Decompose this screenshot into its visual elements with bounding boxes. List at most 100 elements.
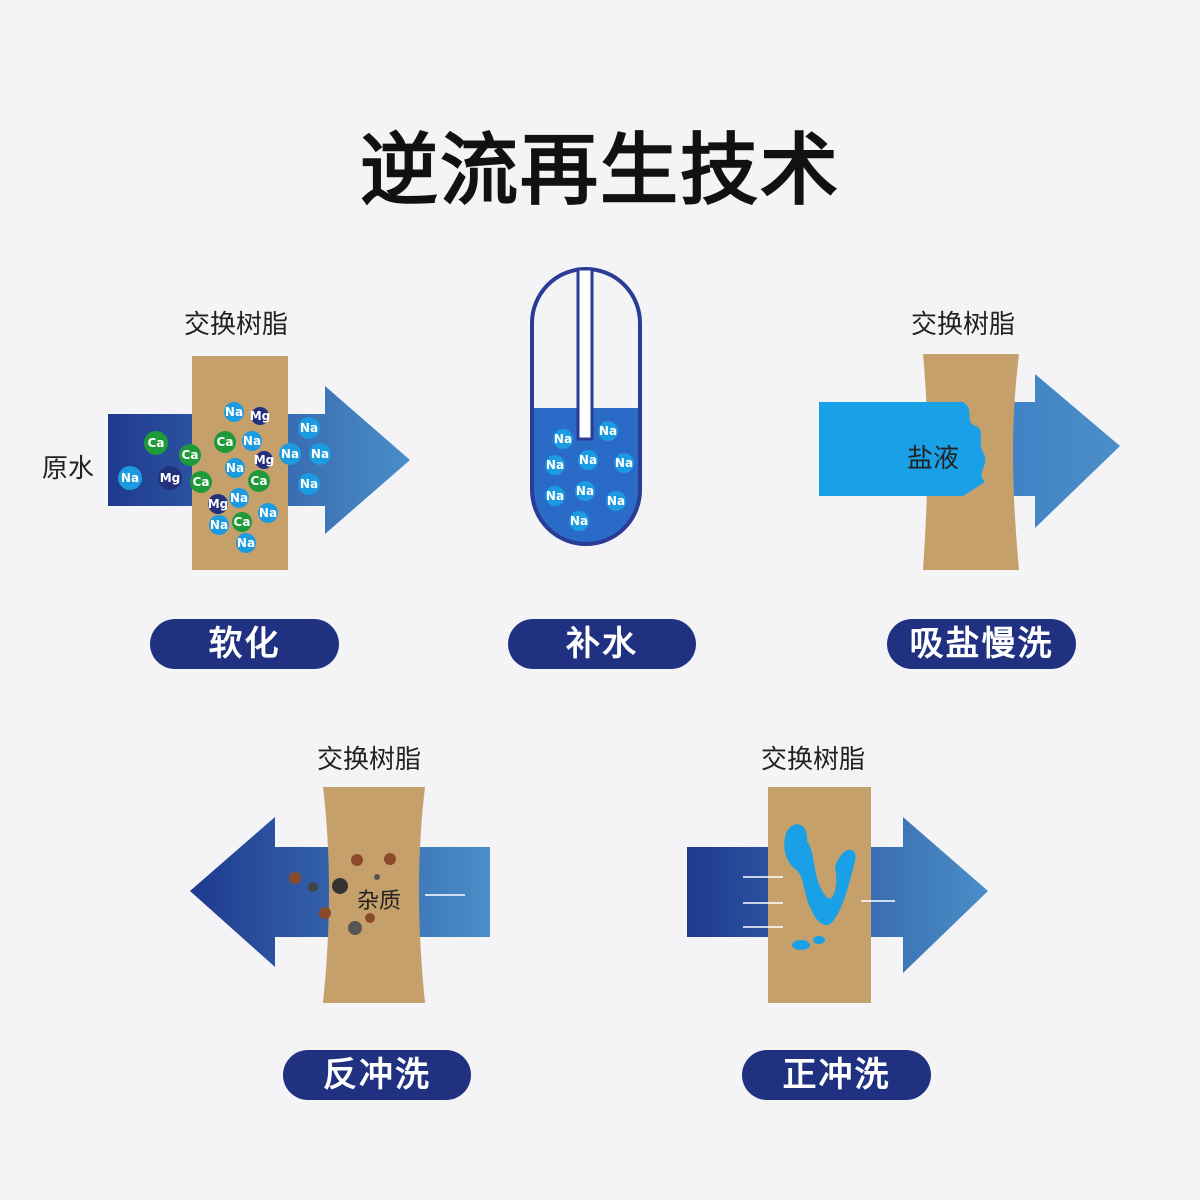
ion-na: [553, 429, 573, 449]
ion-na: [614, 453, 634, 473]
tank-outline: [530, 267, 642, 546]
ion-label: Na: [243, 434, 261, 448]
ion-na: [279, 443, 301, 465]
ion-label: Ca: [193, 475, 210, 489]
rinse-label: 正冲洗: [742, 1050, 931, 1100]
ion-ca: [144, 431, 168, 455]
ion-na: [578, 450, 598, 470]
ion-label: Na: [237, 536, 255, 550]
ion-label: Ca: [217, 435, 234, 449]
ion-label: Ca: [251, 474, 268, 488]
ion-label: Ca: [234, 515, 251, 529]
ion-na: [545, 486, 565, 506]
ion-label: Na: [579, 453, 597, 467]
ion-na: [242, 431, 262, 451]
rinse-panel: 交换树脂: [683, 735, 993, 1010]
ion-label: Mg: [160, 471, 181, 485]
ion-na: [598, 421, 618, 441]
impurity-particle: [308, 882, 318, 892]
impurity-group: [289, 853, 396, 935]
impurity-particle: [348, 921, 362, 935]
brine-label: 盐液: [907, 444, 960, 474]
ion-label: Mg: [250, 409, 271, 423]
ion-label: Ca: [182, 448, 199, 462]
water-droplet: [813, 936, 825, 944]
ion-label: Na: [230, 491, 248, 505]
ion-ca: [248, 470, 270, 492]
ion-label: Na: [615, 456, 633, 470]
ion-mg: [251, 407, 269, 425]
ion-ca: [179, 444, 201, 466]
ion-label: Mg: [254, 453, 275, 467]
ion-label: Na: [281, 447, 299, 461]
ion-na: [569, 511, 589, 531]
ion-label: Ca: [148, 436, 165, 450]
backwash-panel: 交换树脂 杂质: [185, 735, 495, 1010]
rinse-diagram: [687, 787, 988, 1003]
ion-label: Na: [576, 484, 594, 498]
water-droplet: [792, 940, 810, 950]
ion-ca: [232, 512, 252, 532]
ion-label: Na: [311, 447, 329, 461]
ion-na: [236, 533, 256, 553]
impurity-particle: [384, 853, 396, 865]
ion-ca: [214, 431, 236, 453]
ion-ca: [190, 471, 212, 493]
ion-mg: [255, 451, 273, 469]
impurity-particle: [374, 874, 380, 880]
resin-label: 交换树脂: [761, 745, 866, 775]
tank-tube: [576, 267, 594, 441]
ion-label: Na: [554, 432, 572, 446]
ion-na: [229, 488, 249, 508]
ion-na: [298, 417, 320, 439]
ion-na: [225, 458, 245, 478]
raw-water-label: 原水: [42, 454, 95, 484]
soften-label: 软化: [150, 619, 339, 669]
resin-label: 交换树脂: [317, 745, 422, 775]
ion-label: Na: [226, 461, 244, 475]
ion-label: Na: [300, 421, 318, 435]
ion-label: Na: [259, 506, 277, 520]
ion-label: Na: [300, 477, 318, 491]
impurity-particle: [289, 872, 301, 884]
impurity-label: 杂质: [357, 889, 402, 914]
ion-na: [309, 443, 331, 465]
ion-na: [575, 481, 595, 501]
ion-na: [118, 466, 142, 490]
impurity-particle: [332, 878, 348, 894]
brine-diagram: [819, 354, 1120, 570]
impurity-particle: [319, 907, 331, 919]
ion-na: [545, 455, 565, 475]
ion-label: Na: [570, 514, 588, 528]
impurity-particle: [351, 854, 363, 866]
brine-flow: [819, 402, 986, 496]
resin-block: [323, 787, 425, 1003]
impurity-particle: [365, 913, 375, 923]
ion-na: [209, 515, 229, 535]
page-title: 逆流再生技术: [359, 126, 840, 216]
ion-na: [606, 491, 626, 511]
backwash-diagram: [190, 787, 490, 1003]
ion-mg: [158, 466, 182, 490]
ion-label: Na: [607, 494, 625, 508]
ion-na: [224, 402, 244, 422]
water-channel: [784, 824, 856, 926]
resin-label: 交换树脂: [184, 310, 289, 340]
ion-label: Na: [546, 458, 564, 472]
ion-na: [298, 473, 320, 495]
ion-label: Na: [210, 518, 228, 532]
ion-label: Mg: [208, 497, 229, 511]
refill-label: 补水: [508, 619, 696, 669]
backwash-label: 反冲洗: [283, 1050, 471, 1100]
ion-label: Na: [121, 471, 139, 485]
ion-label: Na: [546, 489, 564, 503]
ion-mg: [208, 494, 228, 514]
brine-panel: 交换树脂 盐液: [815, 300, 1125, 580]
resin-label: 交换树脂: [911, 310, 1016, 340]
